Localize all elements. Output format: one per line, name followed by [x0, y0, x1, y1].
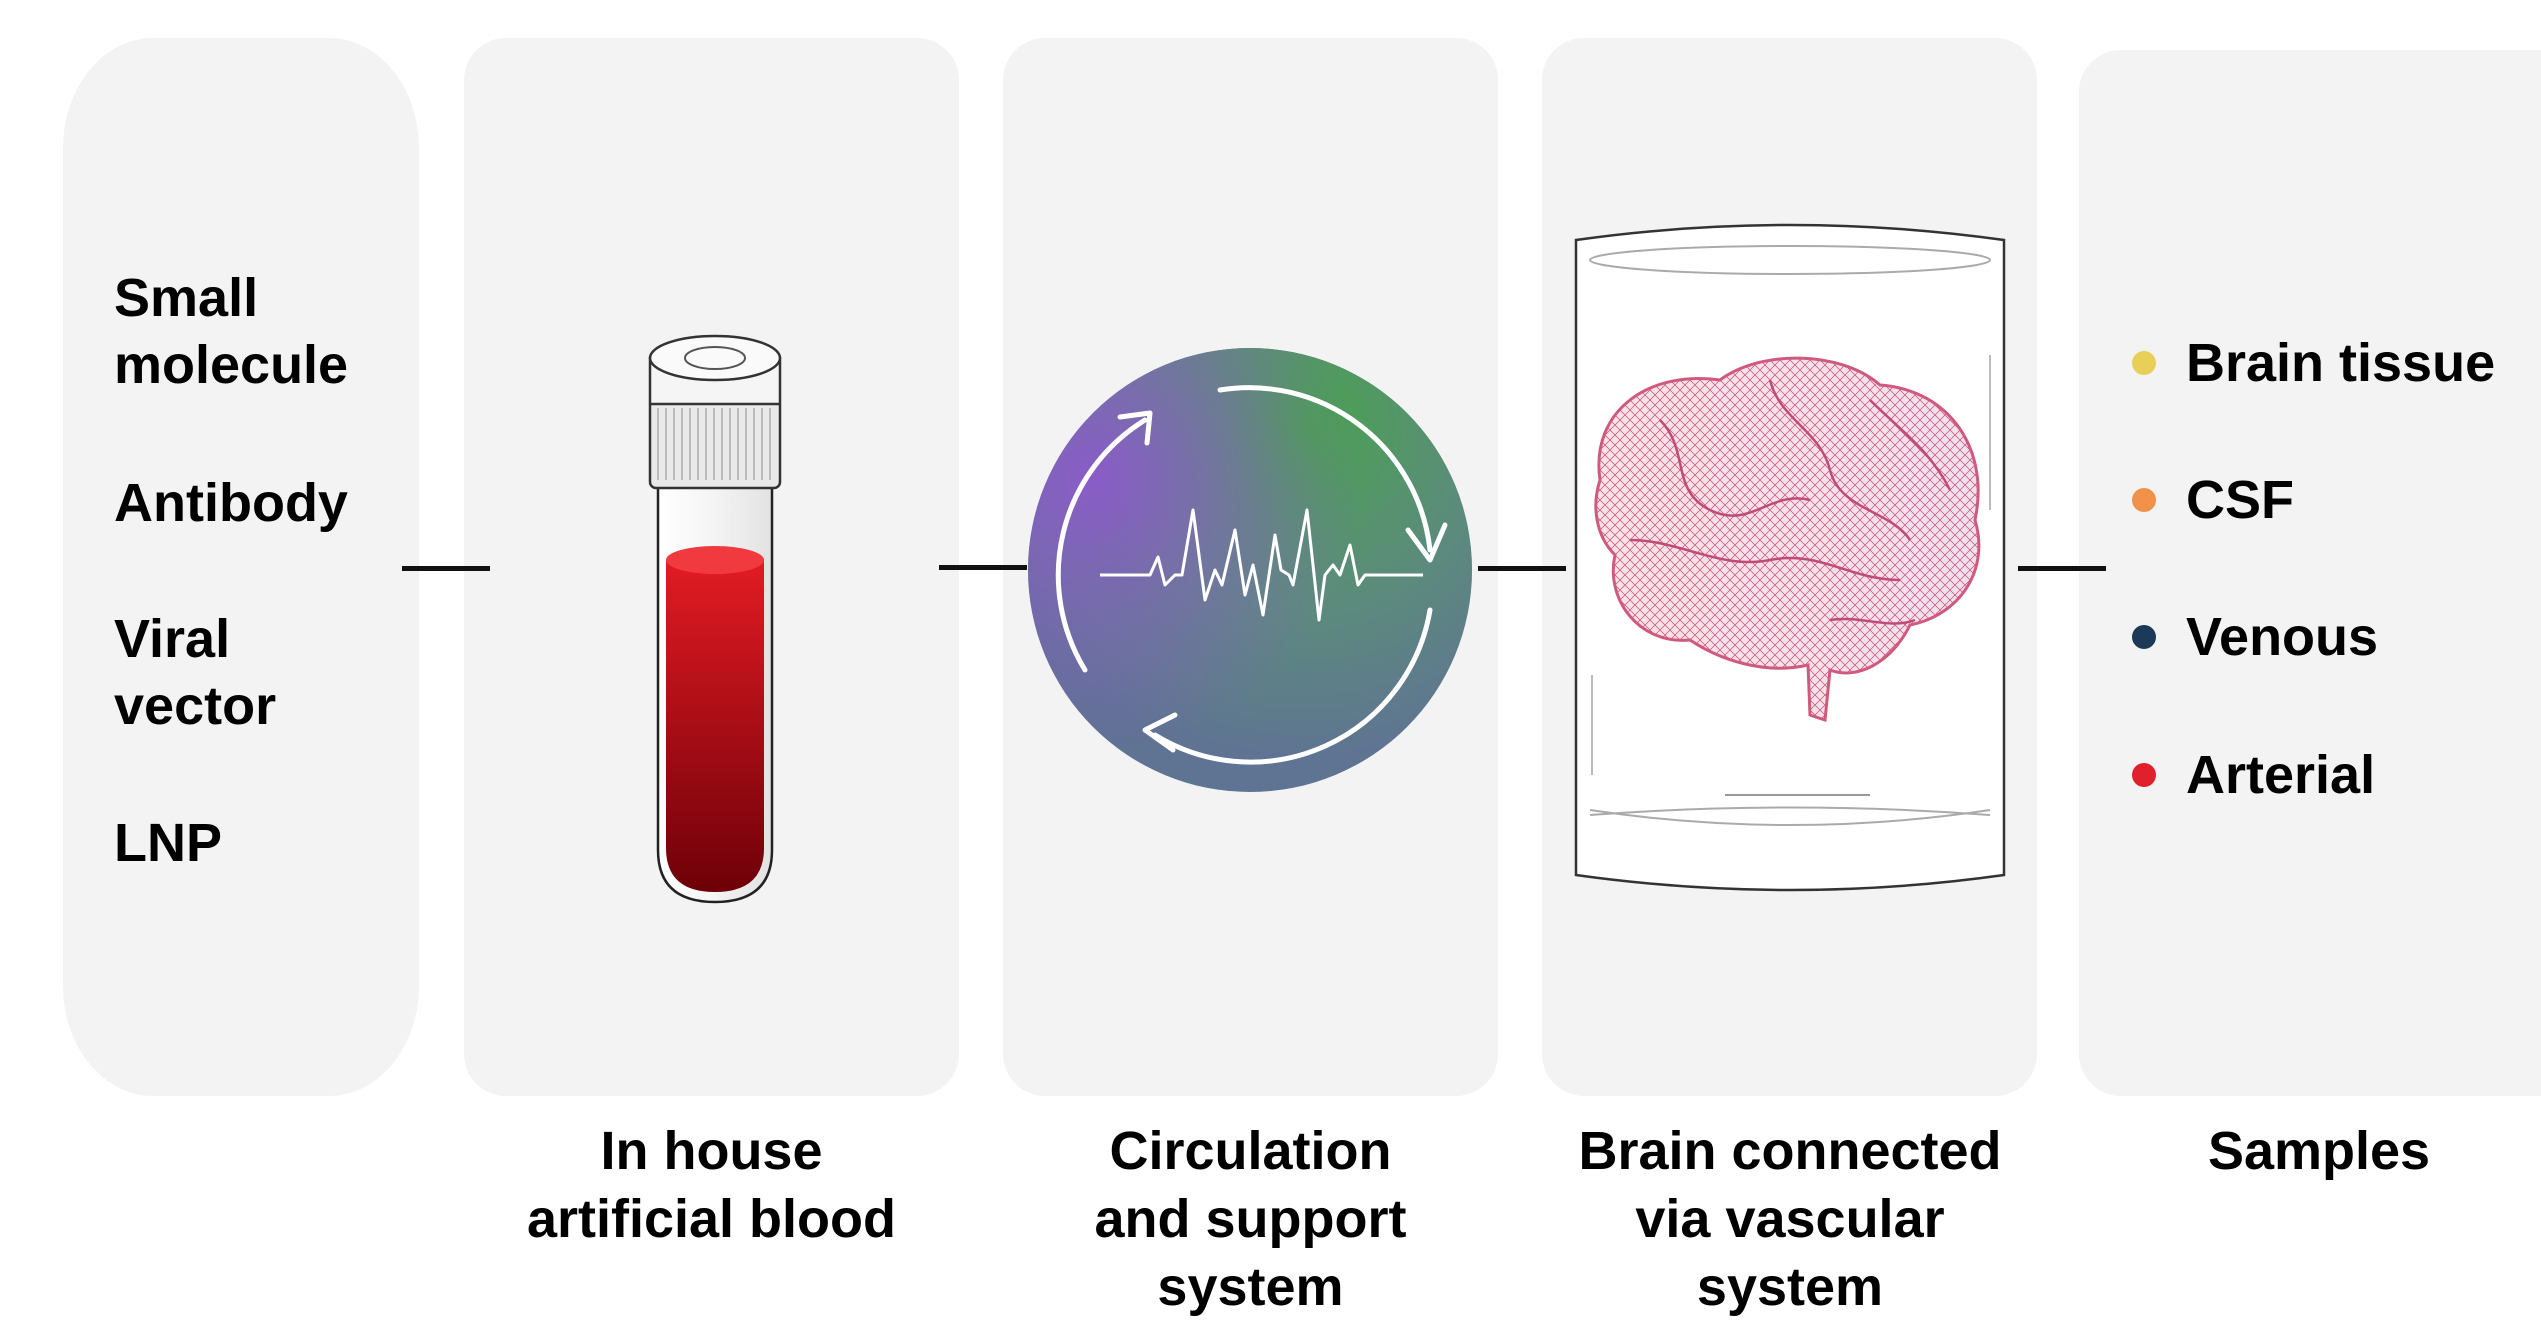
caption-artificial-blood: In house artificial blood	[526, 1121, 897, 1249]
circulation-pulse-icon	[1025, 345, 1475, 795]
sample-item-brain-tissue: Brain tissue	[2132, 328, 2495, 398]
input-item-antibody: Antibody	[114, 473, 348, 533]
samples-panel	[2079, 50, 2541, 1096]
input-item-small-molecule: Small molecule	[114, 268, 349, 395]
sample-item-venous: Venous	[2132, 602, 2378, 672]
input-item-viral-vector: Viral vector	[114, 609, 277, 736]
sample-item-arterial: Arterial	[2132, 740, 2375, 810]
caption-circulation: Circulation and support system	[1094, 1121, 1407, 1317]
sample-dot	[2132, 488, 2156, 512]
input-item-lnp: LNP	[114, 813, 222, 873]
sample-item-csf: CSF	[2132, 465, 2294, 535]
sample-dot	[2132, 351, 2156, 375]
sample-label: Brain tissue	[2186, 333, 2496, 393]
caption-brain: Brain connected via vascular system	[1578, 1121, 2002, 1317]
sample-dot	[2132, 763, 2156, 787]
connector-line	[402, 566, 490, 571]
caption-samples: Samples	[2207, 1121, 2431, 1181]
blood-tube-icon	[640, 330, 790, 910]
sample-label: CSF	[2186, 470, 2294, 530]
connector-line	[2018, 566, 2106, 571]
sample-dot	[2132, 625, 2156, 649]
brain-in-container-icon	[1570, 220, 2010, 900]
sample-label: Venous	[2186, 607, 2379, 667]
inputs-panel	[63, 38, 419, 1096]
sample-label: Arterial	[2186, 745, 2376, 805]
connector-line	[1478, 566, 1566, 571]
connector-line	[939, 565, 1027, 570]
